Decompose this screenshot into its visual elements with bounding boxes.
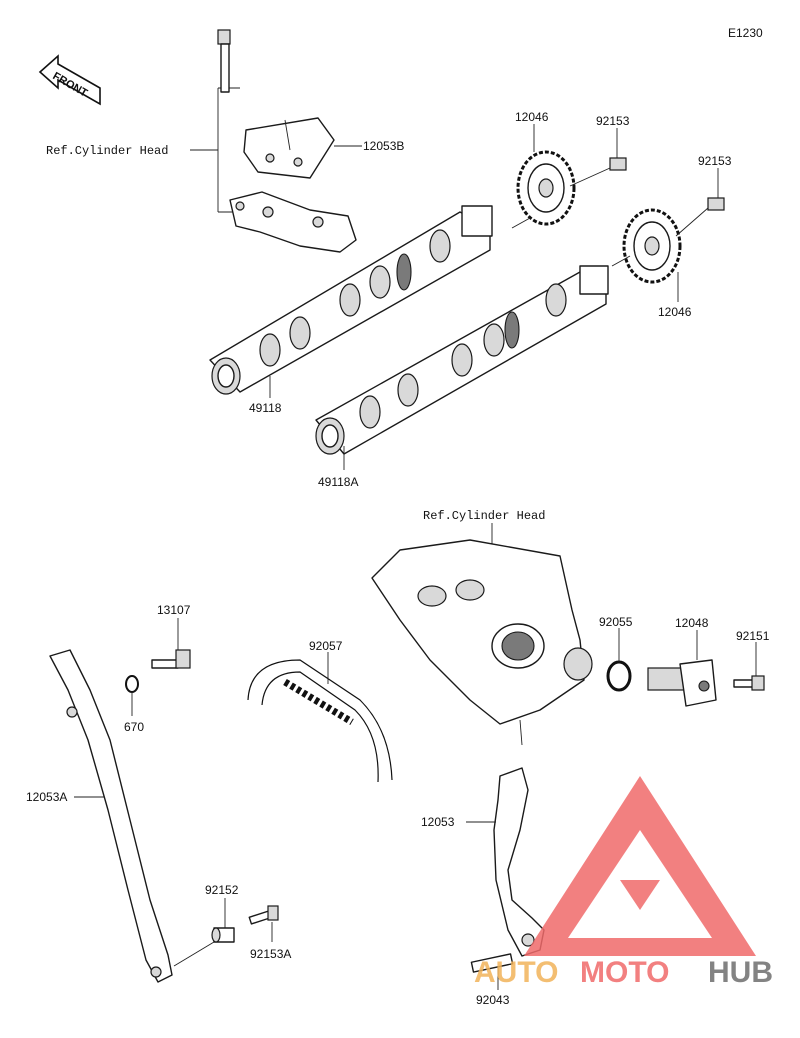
label-12053A: 12053A xyxy=(26,790,67,804)
label-12053B: 12053B xyxy=(363,139,404,153)
label-92057: 92057 xyxy=(309,639,343,653)
ref-cylinder-head-mid: Ref.Cylinder Head xyxy=(423,509,545,523)
label-92153A: 92153A xyxy=(250,947,291,961)
label-92043: 92043 xyxy=(476,993,510,1007)
guide-bolt-13107 xyxy=(151,649,191,669)
label-92151: 92151 xyxy=(736,629,770,643)
automotohub-watermark: AUTO MOTO HUB xyxy=(474,776,773,989)
label-670: 670 xyxy=(124,720,144,734)
pin-92043 xyxy=(470,953,514,973)
label-12046-upper: 12046 xyxy=(515,110,549,124)
label-49118: 49118 xyxy=(249,401,282,415)
cam-holder-lower xyxy=(229,191,357,253)
collar-92152 xyxy=(211,927,235,943)
ref-cylinder-head-top: Ref.Cylinder Head xyxy=(46,144,168,158)
timing-chain xyxy=(247,659,393,783)
sprocket-bolt-upper xyxy=(609,157,627,171)
label-49118A: 49118A xyxy=(318,475,358,489)
label-12048: 12048 xyxy=(675,616,709,630)
washer-670 xyxy=(125,675,139,693)
label-92153-lower: 92153 xyxy=(698,154,732,168)
chain-tensioner xyxy=(647,659,717,707)
chain-guide-12053A xyxy=(49,649,173,983)
o-ring-92055 xyxy=(606,660,632,692)
diagram-code: E1230 xyxy=(728,26,763,40)
watermark-auto: AUTO xyxy=(474,956,558,989)
label-12046-lower: 12046 xyxy=(658,305,692,319)
label-13107: 13107 xyxy=(157,603,191,617)
cam-sprocket-lower xyxy=(622,208,682,284)
label-92055: 92055 xyxy=(599,615,633,629)
tensioner-bolt xyxy=(733,675,765,691)
cam-holder-upper xyxy=(243,117,335,179)
cylinder-head xyxy=(371,539,593,746)
bolt-92153A xyxy=(248,905,279,925)
label-92152: 92152 xyxy=(205,883,239,897)
watermark-moto: MOTO xyxy=(580,956,669,989)
camshaft-exhaust xyxy=(315,265,609,455)
watermark-hub: HUB xyxy=(708,956,773,989)
cam-holder-bolt xyxy=(217,29,231,93)
chain-guide-12053 xyxy=(493,767,545,957)
camshaft-intake xyxy=(209,205,493,395)
label-12053: 12053 xyxy=(421,815,455,829)
label-92153-upper: 92153 xyxy=(596,114,630,128)
ref-bracket-lines xyxy=(190,87,240,213)
sprocket-bolt-lower xyxy=(707,197,725,211)
cam-sprocket-upper xyxy=(516,150,576,226)
front-arrow-icon: FRONT xyxy=(38,54,101,106)
